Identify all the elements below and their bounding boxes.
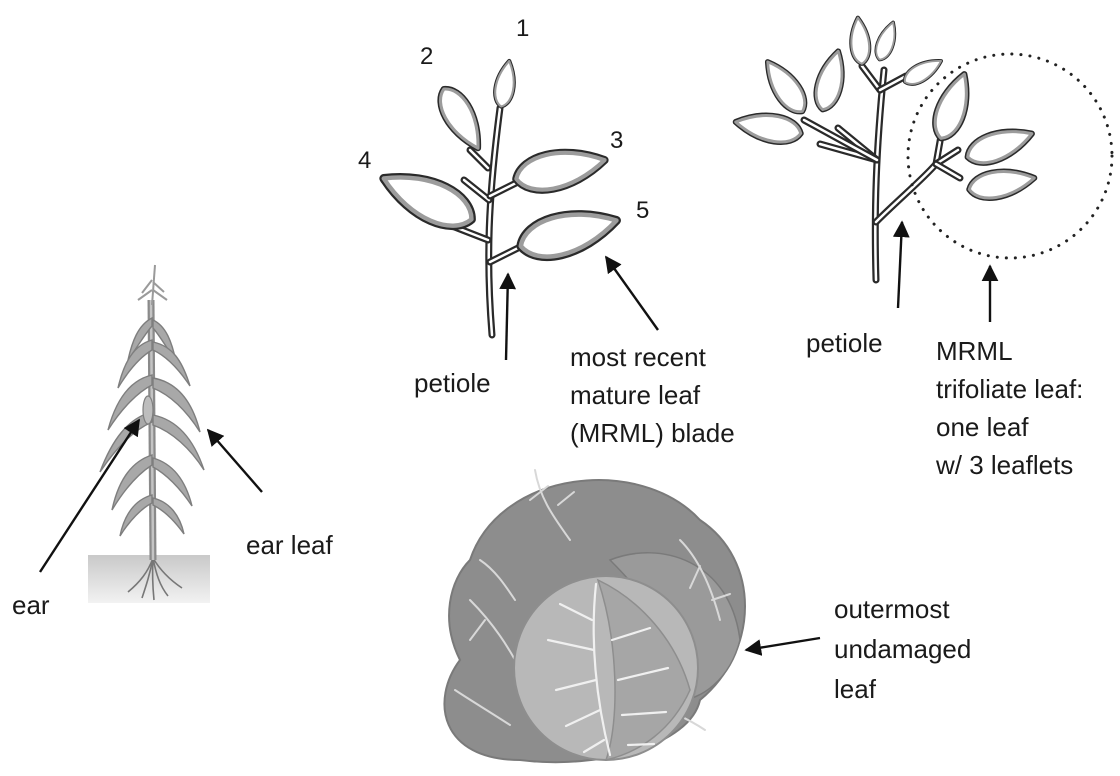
petiole-label-left: petiole — [414, 368, 491, 398]
outermost-leaf-arrow — [746, 638, 820, 650]
ear-leaf-arrow — [208, 430, 262, 492]
corn-tassel — [138, 265, 167, 305]
cabbage-label-line1: outermost — [834, 594, 950, 624]
mrml-blade-arrow — [606, 257, 658, 330]
soil — [88, 555, 210, 603]
trifoliate-leaflet-bottom — [967, 166, 1036, 202]
mrml-blade-label-line1: most recent — [570, 342, 707, 372]
leaf-3 — [513, 143, 608, 195]
petiole-arrow-left — [506, 274, 508, 360]
leaf-number-5: 5 — [636, 197, 649, 224]
corn-ear — [143, 396, 153, 424]
trifoliate-leaflet-top — [929, 70, 977, 143]
cabbage-label-line2: undamaged — [834, 634, 971, 664]
leaf-2 — [433, 83, 490, 155]
cabbage-illustration — [444, 470, 745, 762]
ear-leaf-label: ear leaf — [246, 530, 333, 560]
ear-label: ear — [12, 590, 50, 620]
trifoliate-plant — [734, 17, 1112, 280]
mrml-trifoliate-label-line2: trifoliate leaf: — [936, 374, 1083, 404]
leaf-number-4: 4 — [358, 147, 371, 174]
leaf-number-1: 1 — [516, 15, 529, 42]
mrml-trifoliate-label-line3: one leaf — [936, 412, 1029, 442]
mrml-blade-label-line3: (MRML) blade — [570, 418, 735, 448]
numbered-leaf-plant — [376, 59, 621, 335]
main-stem — [489, 108, 500, 335]
cabbage-label-line3: leaf — [834, 674, 877, 704]
leaf-1 — [493, 59, 518, 108]
petiole-label-right: petiole — [806, 328, 883, 358]
petiole-arrow-right — [898, 222, 902, 308]
mrml-trifoliate-label-line4: w/ 3 leaflets — [935, 450, 1073, 480]
corn-plant-illustration — [88, 265, 210, 603]
corn-stalk — [151, 300, 153, 560]
leaf-number-2: 2 — [420, 43, 433, 70]
leaf-4 — [376, 162, 479, 236]
trifoliate-leaflet-middle — [963, 121, 1036, 169]
trifoliate-leaves — [734, 17, 1037, 202]
ear-arrow — [40, 420, 139, 572]
leaf-number-3: 3 — [610, 127, 623, 154]
mrml-trifoliate-label-line1: MRML — [936, 336, 1013, 366]
mrml-blade-label-line2: mature leaf — [570, 380, 701, 410]
leaf-5 — [516, 202, 621, 264]
